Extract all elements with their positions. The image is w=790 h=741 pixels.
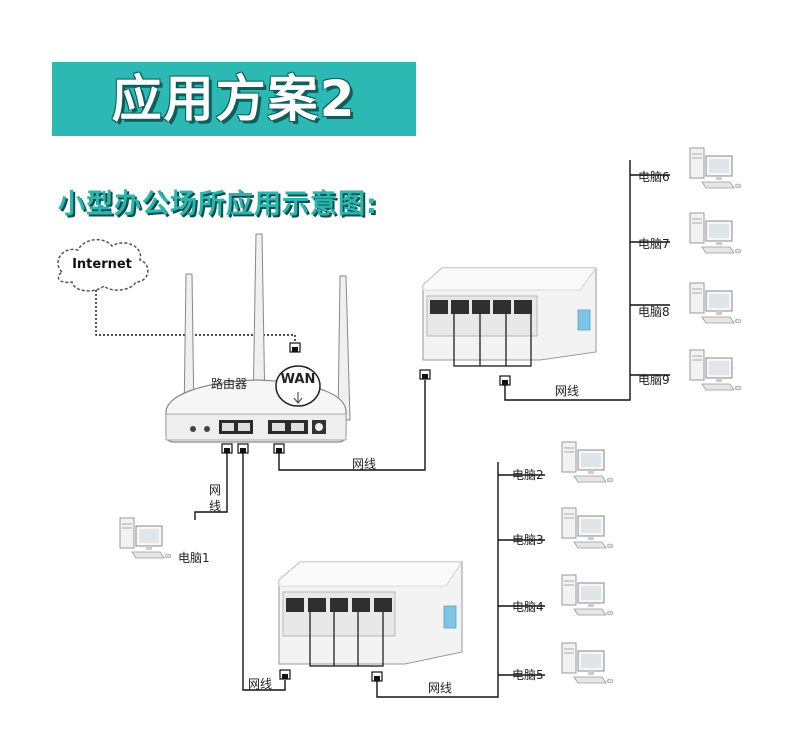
router-plug-1: [221, 443, 233, 454]
pc1-label: 电脑1: [178, 551, 210, 565]
computer-icon-3: [561, 507, 614, 549]
diagram-subtitle: 小型办公场所应用示意图:: [58, 189, 378, 220]
computer-icon-2: [561, 441, 614, 483]
cable-label-switch-top-pcs: 网线: [555, 384, 580, 398]
cable-router-switch-bottom: [242, 453, 286, 691]
wan-label: WAN: [280, 372, 316, 387]
cable-router-pc1: [194, 453, 228, 520]
bus-pc6-9: [504, 160, 670, 401]
wan-arrow-icon: [293, 392, 303, 404]
title-banner: 应用方案2: [52, 62, 416, 136]
cable-label-router-switch-bottom: 网线: [248, 677, 273, 691]
switch-bottom-port-links: [309, 612, 384, 667]
router-plug-3: [273, 443, 285, 454]
switch-top-port-links: [453, 314, 532, 367]
pc6-label: 电脑6: [638, 170, 670, 184]
cable-label-router-pc1: 网线: [208, 483, 221, 513]
switch-top: [422, 267, 597, 361]
switch-top-plug-out: [499, 375, 511, 386]
computer-icon-5: [561, 642, 614, 684]
pc7-label: 电脑7: [638, 237, 670, 251]
pc5-label: 电脑5: [512, 668, 544, 682]
internet-label: Internet: [72, 257, 132, 272]
pc8-label: 电脑8: [638, 305, 670, 319]
computer-icon-8: [689, 282, 742, 324]
cable-router-switch-top: [278, 380, 426, 471]
switch-top-plug-in: [419, 369, 431, 380]
page-title: 应用方案2: [111, 70, 357, 128]
router-label: 路由器: [211, 377, 248, 391]
pc4-label: 电脑4: [512, 600, 544, 614]
computer-icon-9: [689, 349, 742, 391]
cable-label-router-switch-top: 网线: [352, 457, 377, 471]
router: [165, 233, 351, 443]
router-plug-2: [237, 443, 249, 454]
switch-bottom-plug-out: [371, 671, 383, 682]
computer-icon-1: [119, 517, 172, 559]
switch-bottom-plug-in: [279, 669, 291, 680]
switch-bottom: [278, 561, 463, 665]
antenna-right: [337, 275, 351, 421]
computer-icon-7: [689, 212, 742, 254]
pc3-label: 电脑3: [512, 533, 544, 547]
wan-bubble: [275, 365, 321, 407]
computer-icon-6: [689, 147, 742, 189]
cable-label-switch-bottom-pcs: 网线: [428, 681, 453, 695]
internet-cloud: [57, 238, 149, 292]
wan-plug-icon: [289, 342, 301, 353]
internet-wan-link: [95, 290, 296, 343]
bus-pc2-5: [376, 462, 545, 698]
computer-icon-4: [561, 574, 614, 616]
pc2-label: 电脑2: [512, 468, 544, 482]
pc9-label: 电脑9: [638, 373, 670, 387]
